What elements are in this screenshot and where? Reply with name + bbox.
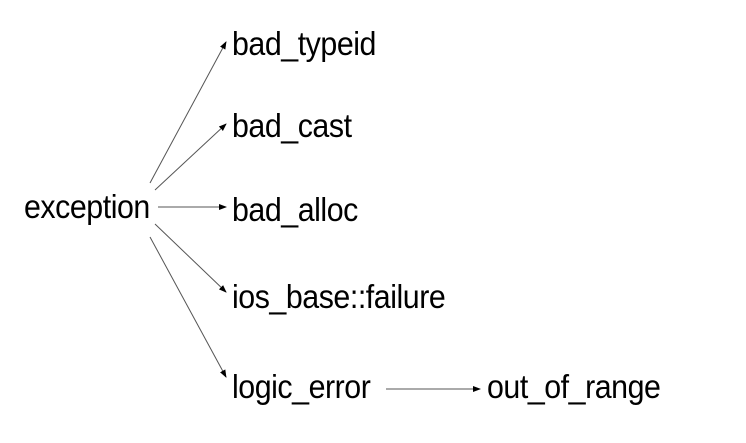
node-out-of-range: out_of_range (487, 368, 661, 405)
edge-exception-to-bad-typeid (149, 41, 227, 184)
node-bad-alloc: bad_alloc (232, 191, 358, 228)
node-bad-typeid: bad_typeid (232, 25, 376, 62)
edge-exception-to-logic-error (149, 236, 227, 378)
edge-exception-to-ios-failure (154, 223, 227, 293)
edge-exception-to-bad-cast (154, 123, 227, 191)
node-ios-base-failure: ios_base::failure (232, 278, 446, 315)
node-bad-cast: bad_cast (232, 107, 352, 144)
node-exception: exception (24, 188, 150, 225)
node-logic-error: logic_error (232, 368, 371, 405)
